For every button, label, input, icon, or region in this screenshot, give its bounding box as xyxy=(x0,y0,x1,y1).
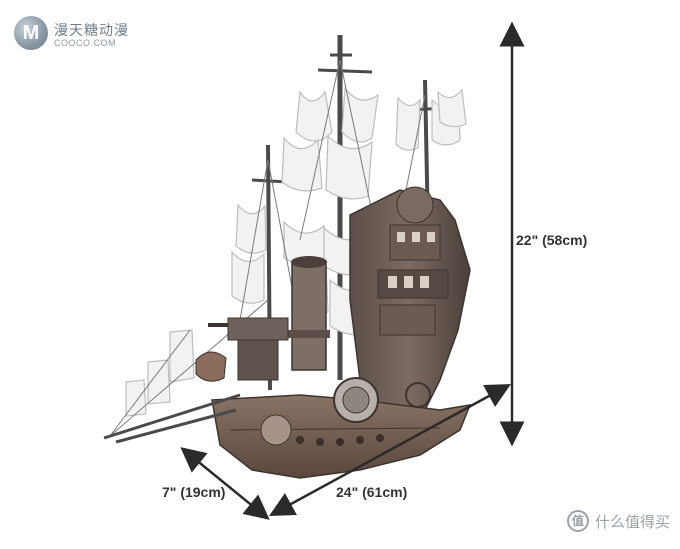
watermark-icon-glyph: 值 xyxy=(571,514,584,528)
watermark-icon: 值 xyxy=(566,510,589,532)
site-logo-letter: M xyxy=(22,22,40,44)
bow-turret xyxy=(195,317,289,382)
site-domain: COOCO.COM xyxy=(54,38,116,48)
site-name: 漫天糖动漫 xyxy=(54,23,129,39)
height-dimension-label: 22" (58cm) xyxy=(516,232,588,248)
width-arrow xyxy=(269,384,511,516)
smokestack xyxy=(288,256,330,371)
watermark-text: 什么值得买 xyxy=(594,512,670,531)
width-dimension-label: 24" (61cm) xyxy=(336,484,408,500)
site-brand: M 漫天糖动漫 COOCO.COM xyxy=(14,16,164,56)
site-logo-icon: M xyxy=(14,16,48,50)
stern-castle xyxy=(349,186,471,421)
depth-dimension-label: 7" (19cm) xyxy=(162,484,226,500)
watermark: 值 什么值得买 xyxy=(566,508,670,534)
bowsprit xyxy=(103,393,241,444)
depth-arrow xyxy=(180,447,270,520)
